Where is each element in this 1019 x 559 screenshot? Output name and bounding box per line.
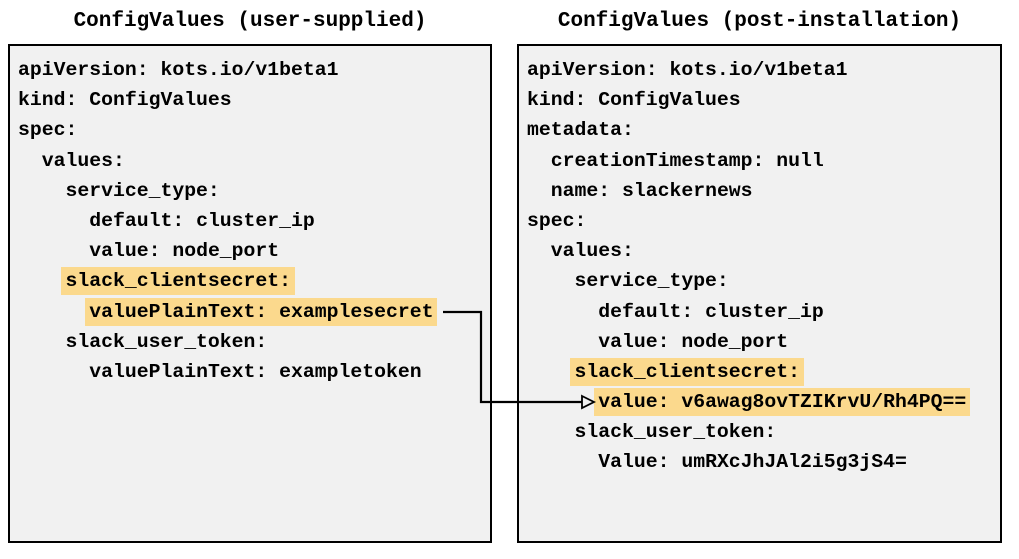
code-line: default: cluster_ip	[18, 206, 490, 236]
code-line: valuePlainText: exampletoken	[18, 357, 490, 387]
indent	[527, 301, 598, 323]
code-line: service_type:	[527, 266, 1000, 296]
code-text: slack_user_token:	[574, 421, 777, 444]
code-line: Value: umRXcJhJAl2i5g3jS4=	[527, 447, 1000, 477]
indent	[527, 391, 598, 413]
indent	[18, 210, 89, 232]
code-line: spec:	[527, 206, 1000, 236]
code-text: spec:	[527, 209, 587, 232]
code-line: apiVersion: kots.io/v1beta1	[18, 55, 490, 85]
indent	[527, 180, 551, 202]
code-line: default: cluster_ip	[527, 297, 1000, 327]
code-text: default: cluster_ip	[89, 209, 315, 232]
code-line: apiVersion: kots.io/v1beta1	[527, 55, 1000, 85]
code-line: creationTimestamp: null	[527, 146, 1000, 176]
code-text: slack_user_token:	[65, 330, 268, 353]
code-line: kind: ConfigValues	[18, 85, 490, 115]
code-text: service_type:	[574, 270, 729, 293]
code-text: value: node_port	[89, 240, 280, 263]
indent	[18, 150, 42, 172]
code-text: kind: ConfigValues	[18, 89, 232, 112]
code-text: values:	[550, 240, 634, 263]
code-text: value: node_port	[598, 330, 789, 353]
code-text: valuePlainText: exampletoken	[89, 360, 422, 383]
code-line: values:	[18, 146, 490, 176]
indent	[18, 240, 89, 262]
highlighted-code-text: value: v6awag8ovTZIKrvU/Rh4PQ==	[594, 388, 971, 417]
code-text: name: slackernews	[550, 179, 753, 202]
code-line: valuePlainText: examplesecret	[18, 297, 490, 327]
code-line: name: slackernews	[527, 176, 1000, 206]
code-line: slack_clientsecret:	[527, 357, 1000, 387]
indent	[527, 361, 574, 383]
code-line: value: node_port	[527, 327, 1000, 357]
code-text: apiVersion: kots.io/v1beta1	[18, 59, 339, 81]
code-line: slack_user_token:	[18, 327, 490, 357]
code-line: metadata:	[527, 115, 1000, 145]
code-line: slack_clientsecret:	[18, 266, 490, 296]
code-line: spec:	[18, 115, 490, 145]
highlighted-code-text: slack_clientsecret:	[570, 357, 805, 386]
indent	[527, 240, 551, 262]
indent	[527, 331, 598, 353]
indent	[527, 270, 574, 292]
code-text: default: cluster_ip	[598, 300, 824, 323]
indent	[527, 150, 551, 172]
code-text: Value: umRXcJhJAl2i5g3jS4=	[598, 451, 907, 474]
code-text: metadata:	[527, 119, 634, 142]
indent	[18, 301, 89, 323]
left-panel-title: ConfigValues (user-supplied)	[73, 10, 427, 33]
highlighted-code-text: slack_clientsecret:	[61, 267, 296, 296]
right-panel: apiVersion: kots.io/v1beta1 kind: Config…	[517, 44, 1002, 543]
indent	[18, 331, 65, 353]
indent	[18, 180, 65, 202]
code-line: values:	[527, 236, 1000, 266]
highlighted-code-text: valuePlainText: examplesecret	[85, 297, 438, 326]
code-line: slack_user_token:	[527, 417, 1000, 447]
indent	[527, 421, 574, 443]
right-panel-title: ConfigValues (post-installation)	[557, 10, 962, 33]
indent	[18, 270, 65, 292]
code-text: apiVersion: kots.io/v1beta1	[527, 59, 848, 81]
code-text: spec:	[18, 119, 78, 142]
code-line: value: v6awag8ovTZIKrvU/Rh4PQ==	[527, 387, 1000, 417]
code-line: service_type:	[18, 176, 490, 206]
code-line: value: node_port	[18, 236, 490, 266]
indent	[18, 361, 89, 383]
code-text: creationTimestamp: null	[550, 149, 824, 172]
left-panel: apiVersion: kots.io/v1beta1 kind: Config…	[8, 44, 492, 543]
code-line: kind: ConfigValues	[527, 85, 1000, 115]
code-text: service_type:	[65, 179, 220, 202]
indent	[527, 451, 598, 473]
code-text: kind: ConfigValues	[527, 89, 741, 112]
code-text: values:	[41, 149, 125, 172]
